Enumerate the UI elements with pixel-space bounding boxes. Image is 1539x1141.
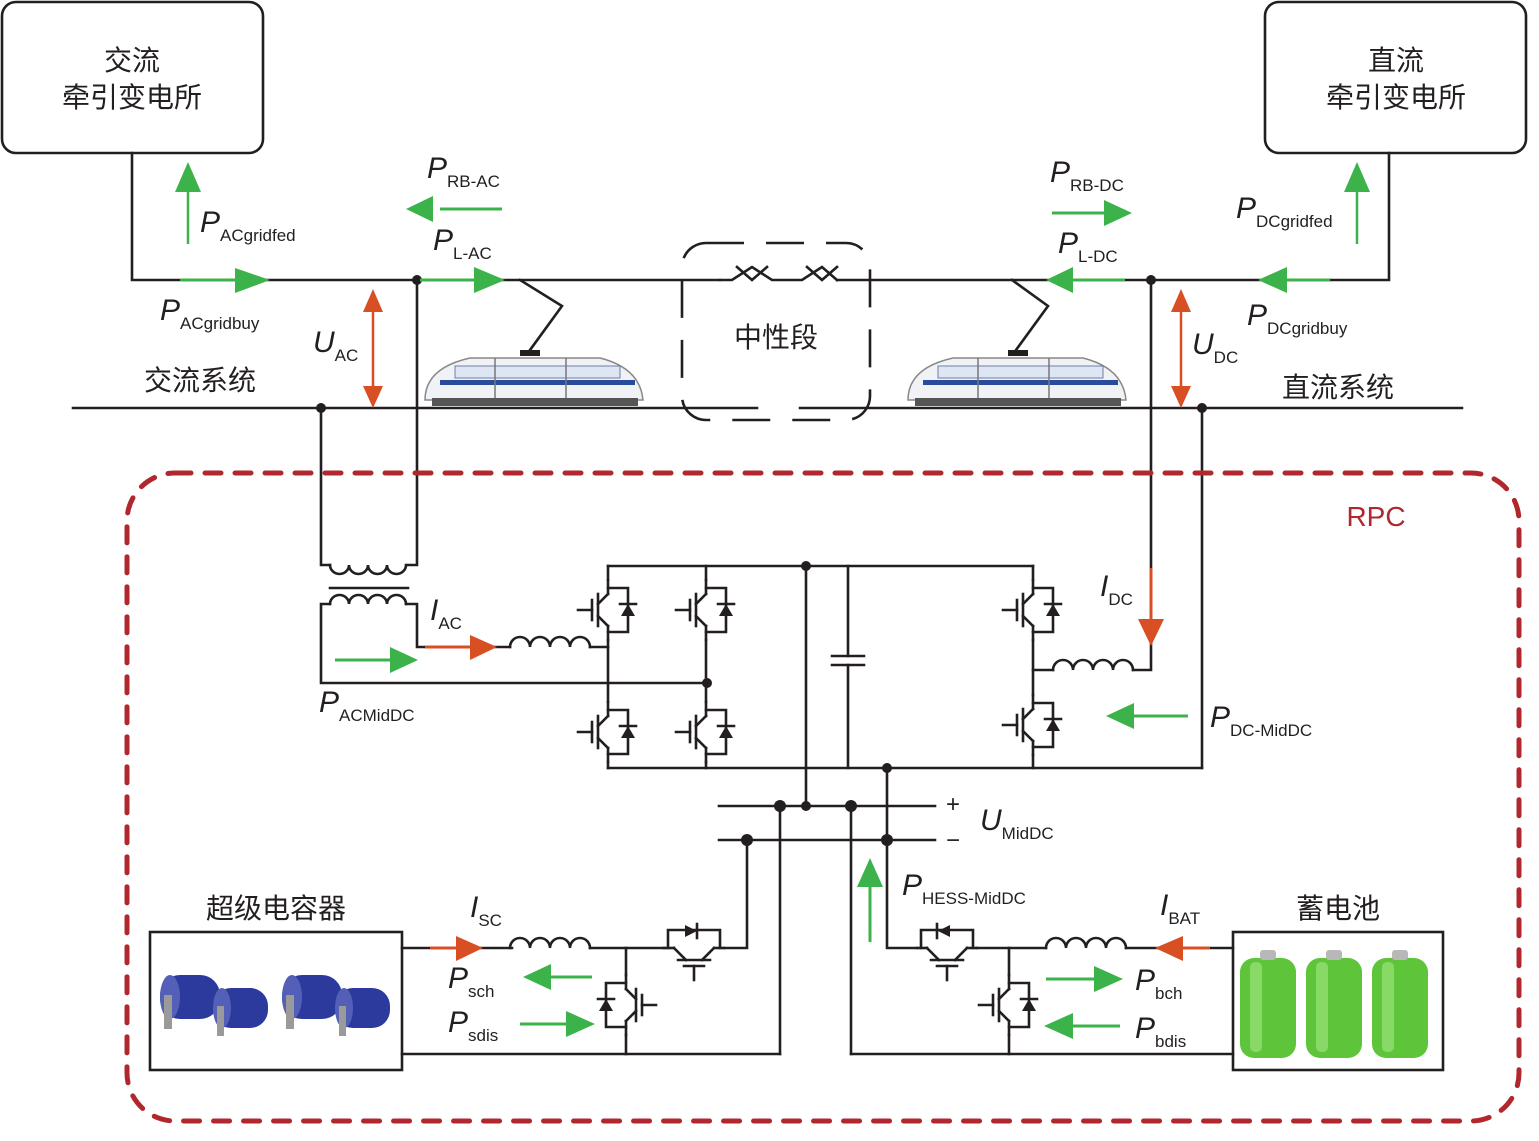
label-p-dcgridbuy: PDCgridbuy — [1247, 299, 1348, 338]
ac-inductor-icon — [508, 635, 592, 649]
sc-inductor-icon — [508, 936, 592, 950]
label-p-acgridbuy: PACgridbuy — [160, 294, 260, 333]
arrow-p-bch-icon — [1046, 966, 1123, 992]
transformer-secondary-icon — [328, 593, 408, 606]
arrow-p-l-ac-icon — [420, 267, 505, 293]
battery-label: 蓄电池 — [1296, 892, 1380, 925]
battery-box — [1231, 930, 1445, 1072]
label-p-sch: Psch — [448, 962, 494, 1001]
igbt-dc-2-icon — [1001, 693, 1063, 757]
ac-substation-line1: 交流 — [104, 44, 160, 77]
arrow-p-rb-dc-icon — [1052, 200, 1132, 226]
arrow-u-ac-icon — [363, 289, 383, 408]
sc-boost-igbt-icon — [662, 928, 726, 982]
label-p-bch: Pbch — [1135, 964, 1182, 1003]
igbt-ac-3-icon — [674, 578, 736, 642]
arrow-p-l-dc-icon — [1046, 267, 1125, 293]
dc-system-label: 直流系统 — [1282, 371, 1394, 404]
label-p-acmiddc: PACMidDC — [319, 686, 415, 725]
label-i-bat: IBAT — [1160, 889, 1200, 928]
label-p-l-dc: PL-DC — [1058, 227, 1118, 266]
ac-system-label: 交流系统 — [144, 364, 256, 397]
arrow-i-sc-icon — [430, 936, 483, 961]
label-u-dc: UDC — [1192, 328, 1238, 367]
arrow-i-bat-icon — [1155, 936, 1210, 961]
dc-substation-line1: 直流 — [1368, 44, 1424, 77]
dc-substation-line2: 牵引变电所 — [1326, 81, 1466, 114]
arrow-p-rb-ac-icon — [406, 196, 502, 222]
igbt-ac-4-icon — [674, 700, 736, 764]
arrow-i-ac-icon — [425, 635, 497, 660]
label-i-sc: ISC — [470, 891, 502, 930]
neutral-section-label: 中性段 — [734, 321, 818, 354]
middc-minus-sign: − — [946, 827, 960, 854]
ac-catenary — [130, 151, 722, 282]
label-p-dcgridfed: PDCgridfed — [1236, 192, 1333, 231]
label-p-dc-middc: PDC-MidDC — [1210, 701, 1312, 740]
label-p-rb-ac: PRB-AC — [427, 152, 500, 191]
supercap-label: 超级电容器 — [206, 892, 346, 925]
label-p-sdis: Psdis — [448, 1006, 498, 1045]
bat-boost-igbt-icon — [915, 928, 979, 982]
label-u-ac: UAC — [313, 326, 358, 365]
ac-substation-box — [0, 0, 265, 155]
dc-train-icon — [907, 278, 1127, 406]
neutral-section-box — [680, 241, 872, 422]
battery-icon — [1240, 950, 1428, 1058]
rpc-boundary — [124, 470, 1522, 1124]
arrow-p-hess-middc-icon — [857, 858, 883, 942]
arrow-p-acgridbuy-icon — [180, 268, 270, 293]
dc-substation-box — [1263, 0, 1528, 155]
arrow-p-dc-middc-icon — [1106, 703, 1188, 729]
label-u-middc: UMidDC — [980, 804, 1054, 843]
supercap-box — [148, 930, 404, 1072]
middc-plus-sign: + — [946, 791, 960, 818]
ac-train-icon — [424, 278, 644, 406]
dc-inductor-icon — [1051, 658, 1135, 672]
ac-substation-line2: 牵引变电所 — [62, 81, 202, 114]
supercapacitor-icon — [160, 975, 390, 1036]
dc-catenary — [835, 151, 1391, 282]
igbt-ac-1-icon — [576, 578, 638, 642]
igbt-ac-2-icon — [576, 700, 638, 764]
arrow-p-acgridfed-icon — [175, 162, 201, 244]
arrow-p-bdis-icon — [1044, 1013, 1120, 1039]
label-p-rb-dc: PRB-DC — [1050, 156, 1124, 195]
arrow-i-dc-icon — [1138, 568, 1164, 646]
arrow-p-dcgridfed-icon — [1344, 162, 1370, 244]
arrow-p-dcgridbuy-icon — [1258, 267, 1330, 293]
bat-inductor-icon — [1044, 936, 1128, 950]
igbt-dc-1-icon — [1001, 578, 1063, 642]
label-p-l-ac: PL-AC — [433, 224, 492, 263]
arrow-u-dc-icon — [1171, 289, 1191, 408]
arrow-p-acmiddc-icon — [335, 647, 418, 673]
arrow-p-sdis-icon — [520, 1011, 595, 1037]
arrow-p-sch-icon — [523, 964, 592, 990]
transformer-primary-icon — [328, 563, 408, 576]
label-p-bdis: Pbdis — [1135, 1012, 1186, 1051]
bat-buck-igbt-icon — [977, 973, 1039, 1037]
label-p-hess-middc: PHESS-MidDC — [902, 869, 1026, 908]
label-i-ac: IAC — [430, 594, 462, 633]
rpc-label: RPC — [1346, 501, 1405, 532]
sc-buck-igbt-icon — [596, 973, 658, 1037]
label-i-dc: IDC — [1100, 570, 1133, 609]
label-p-acgridfed: PACgridfed — [200, 206, 296, 245]
